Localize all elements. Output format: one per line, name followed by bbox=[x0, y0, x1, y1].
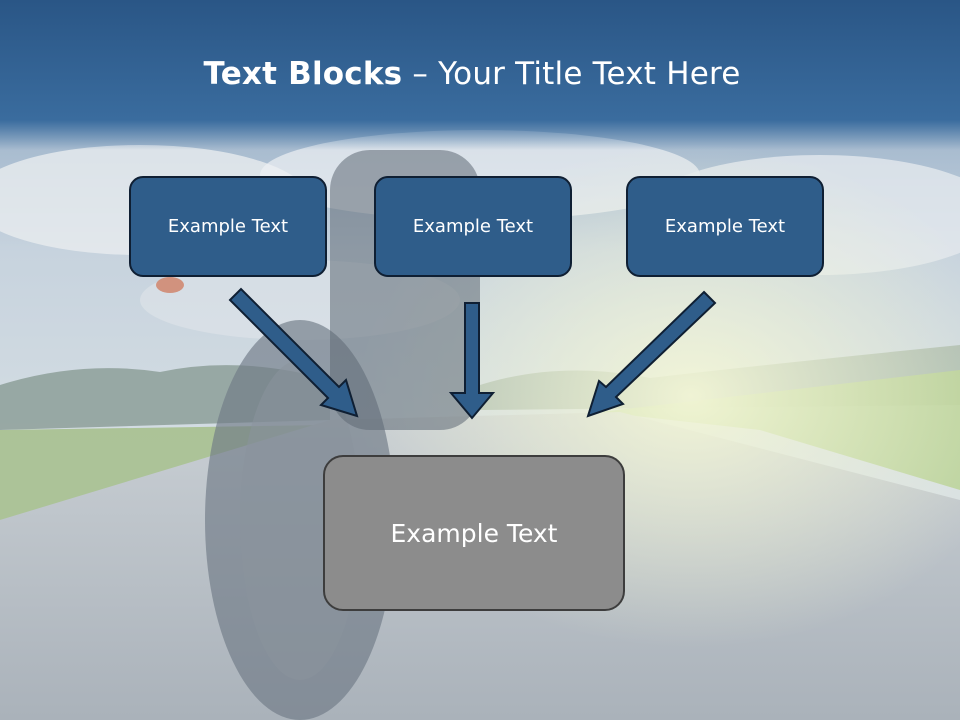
down-arrow-icon bbox=[228, 287, 359, 418]
text-block-1[interactable]: Example Text bbox=[129, 176, 327, 277]
main-text-block[interactable]: Example Text bbox=[323, 455, 625, 611]
text-block-3[interactable]: Example Text bbox=[626, 176, 824, 277]
slide-title: Text Blocks – Your Title Text Here bbox=[0, 56, 944, 92]
text-block-label: Example Text bbox=[412, 216, 534, 237]
down-arrow-icon bbox=[586, 290, 717, 418]
slide-title-bold: Text Blocks bbox=[203, 56, 403, 92]
main-text-block-label: Example Text bbox=[390, 518, 558, 548]
title-bar bbox=[0, 0, 960, 150]
text-block-2[interactable]: Example Text bbox=[374, 176, 572, 277]
down-arrow-icon bbox=[448, 302, 496, 420]
text-block-label: Example Text bbox=[167, 216, 289, 237]
slide-title-rest: – Your Title Text Here bbox=[402, 56, 741, 92]
text-block-label: Example Text bbox=[664, 216, 786, 237]
